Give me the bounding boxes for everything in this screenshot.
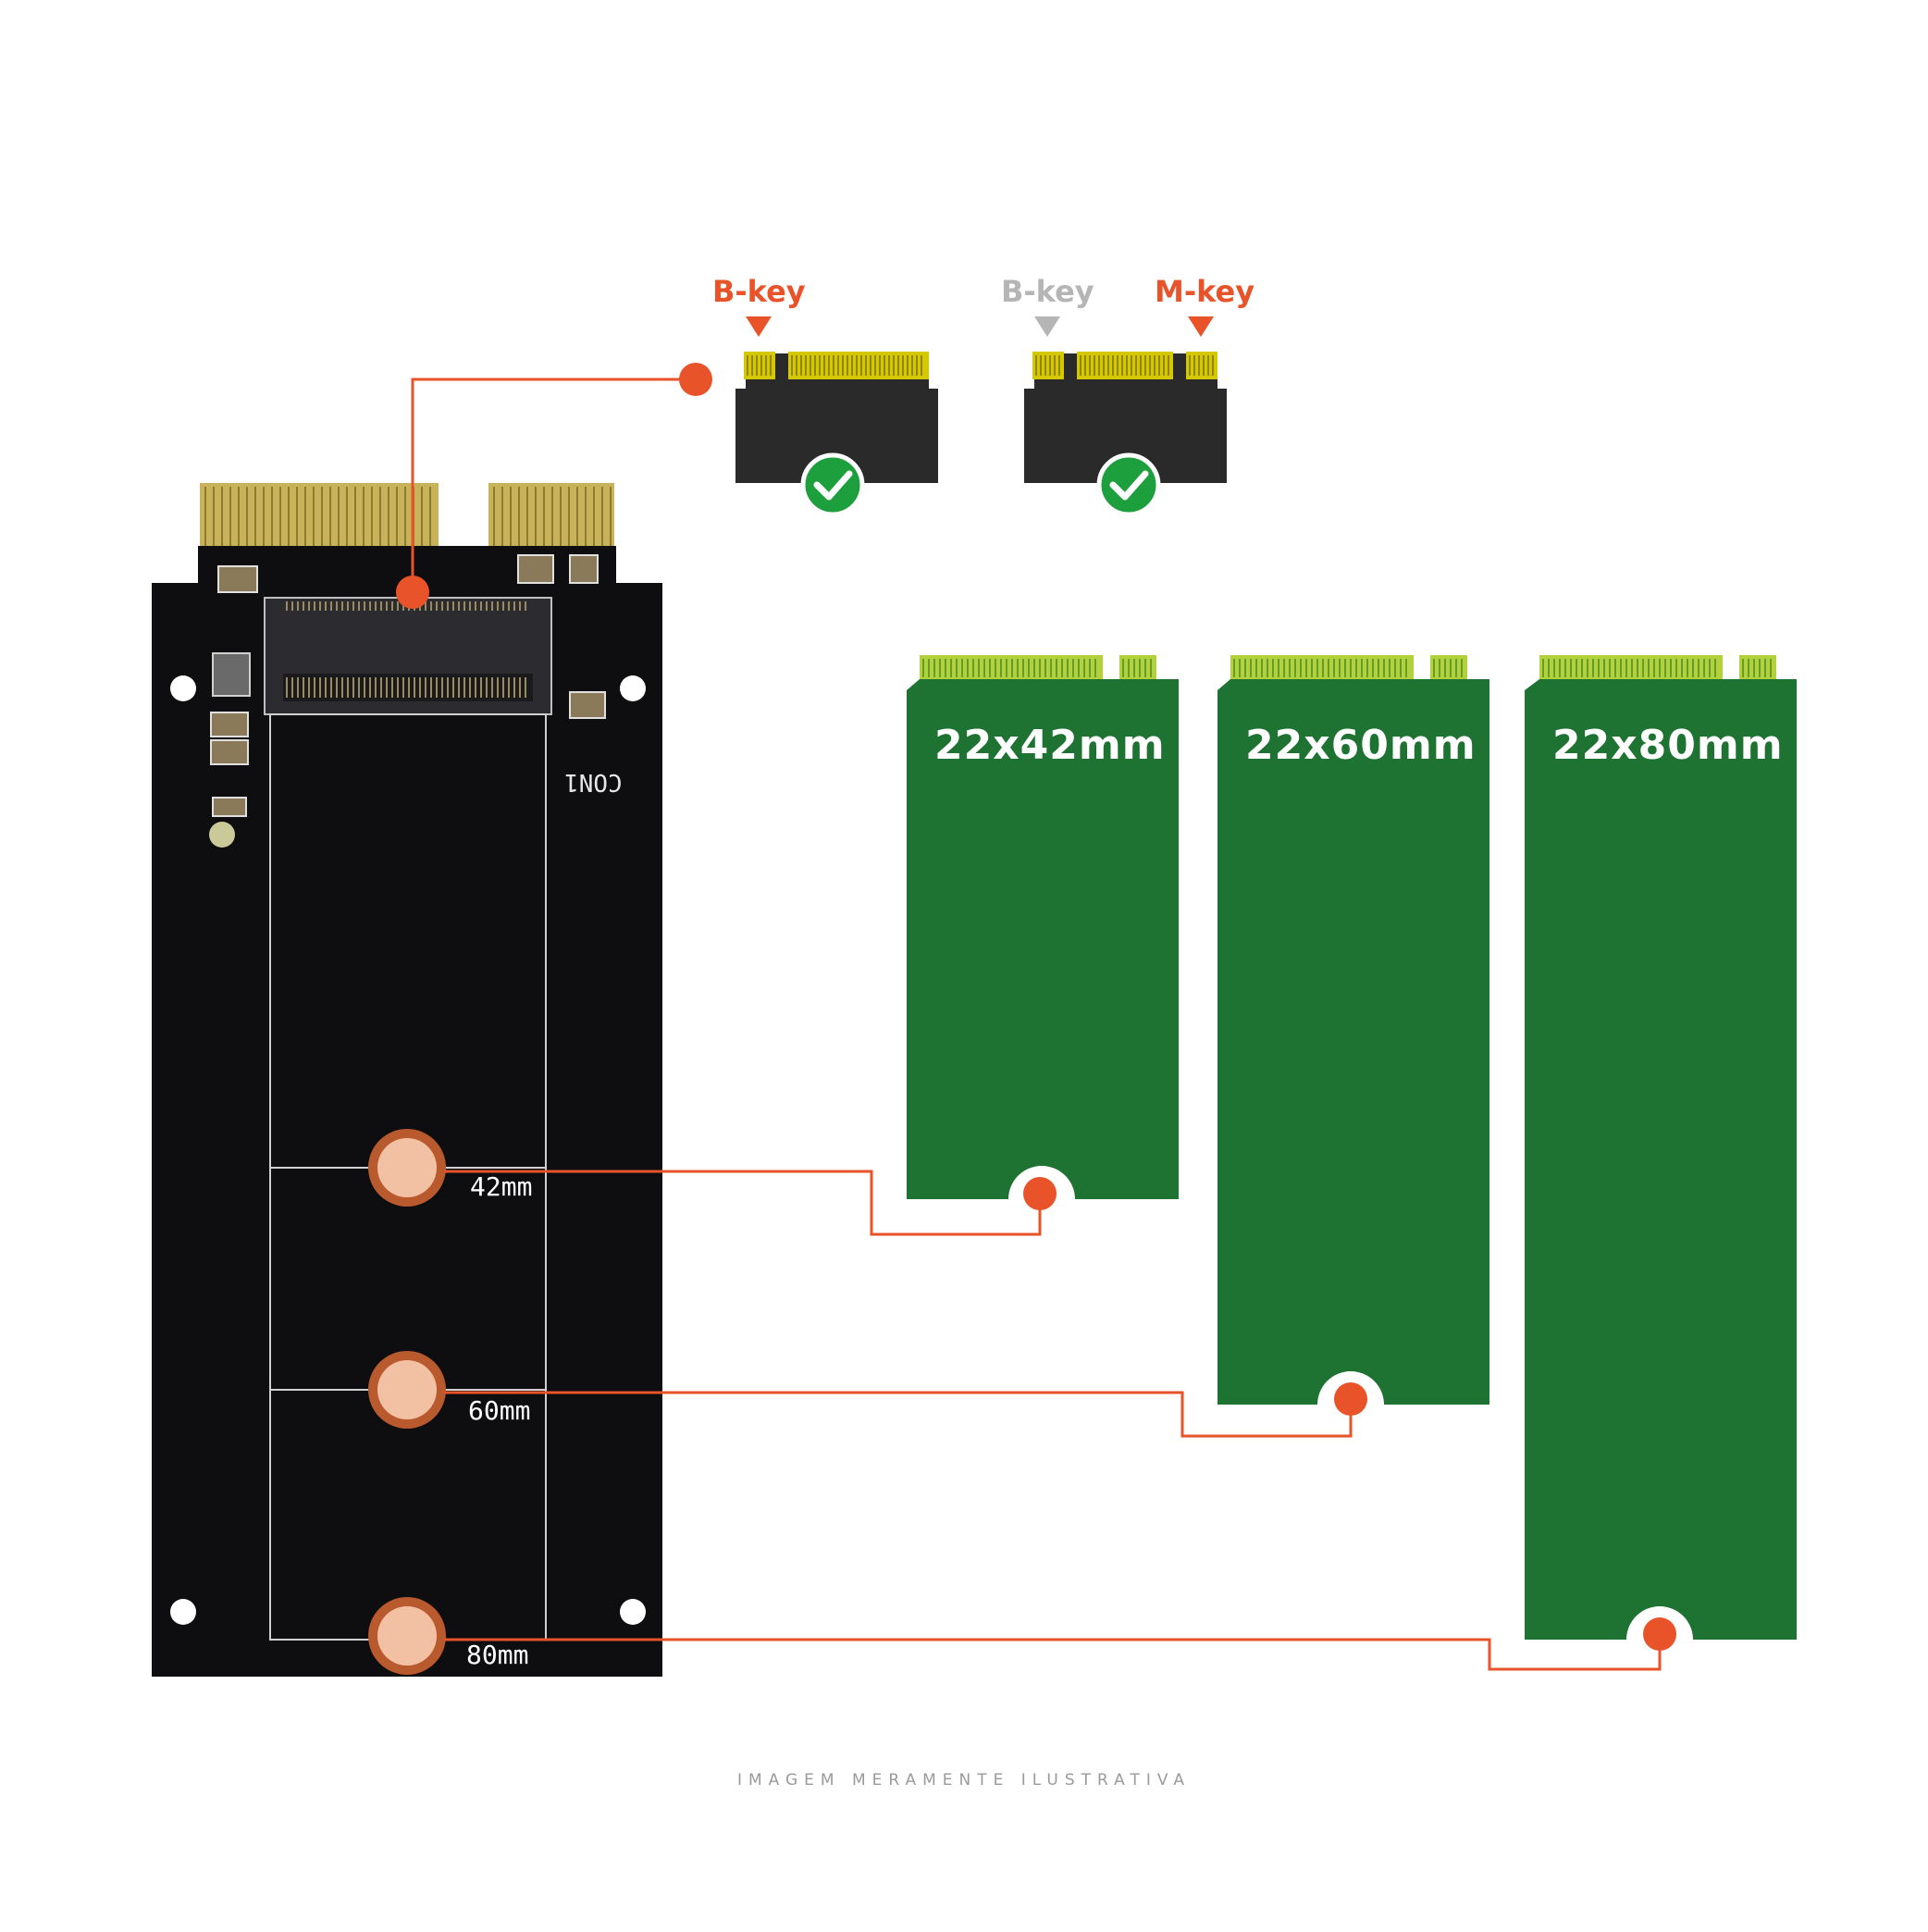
standoff-80 — [377, 1606, 437, 1666]
ssd-card-60 — [1217, 655, 1489, 1405]
smd-component — [517, 554, 554, 584]
standoff-42 — [377, 1138, 437, 1197]
m-key-label: M-key — [1155, 274, 1255, 309]
mounting-hole — [170, 1599, 196, 1625]
key-card-bm-body — [1024, 353, 1227, 483]
smd-component — [210, 739, 249, 765]
ssd-size-label-80: 22x80mm — [1552, 722, 1784, 769]
key-card-bm-contacts-middle — [1077, 352, 1173, 379]
check-icon — [813, 470, 853, 501]
ssd-80-body — [1525, 679, 1797, 1640]
ssd-60-contacts-large — [1230, 655, 1414, 681]
disclaimer-caption: IMAGEM MERAMENTE ILUSTRATIVA — [736, 1771, 1192, 1790]
b-key-arrow-inactive — [1034, 316, 1060, 337]
m-key-arrow — [1188, 316, 1214, 337]
callout-key-line — [411, 378, 696, 592]
smd-component — [210, 712, 249, 737]
ssd-60-body — [1217, 679, 1489, 1405]
callout-42-line — [444, 1170, 1042, 1236]
mounting-hole — [170, 675, 196, 701]
check-badge — [800, 452, 865, 517]
key-card-bm — [1024, 316, 1227, 517]
key-card-b — [735, 316, 938, 517]
ssd-42-body — [907, 679, 1179, 1199]
smd-component — [212, 652, 251, 697]
key-card-contact-lines — [747, 355, 1214, 376]
adapter-board — [152, 483, 662, 1677]
callout-42-dot — [1023, 1177, 1057, 1210]
ssd-contact-lines — [922, 659, 1772, 677]
b-key-label: B-key — [712, 274, 806, 309]
smd-component — [569, 691, 606, 719]
led-pad — [209, 822, 235, 848]
edge-finger-lines — [204, 487, 612, 546]
smd-component — [569, 554, 599, 584]
standoff-60 — [377, 1360, 437, 1419]
smd-component — [212, 797, 247, 817]
ssd-size-label-42: 22x42mm — [934, 722, 1166, 769]
ssd-card-42 — [907, 655, 1179, 1199]
key-card-b-contacts-large — [788, 352, 929, 379]
mounting-hole — [620, 675, 646, 701]
callout-80-dot — [1643, 1617, 1676, 1651]
ssd-42-contacts-large — [920, 655, 1103, 681]
b-key-label-inactive: B-key — [1001, 274, 1094, 309]
connector-label: CON1 — [564, 768, 623, 796]
smd-component — [217, 565, 258, 593]
ssd-size-label-60: 22x60mm — [1245, 722, 1477, 769]
key-card-b-body — [735, 353, 938, 483]
callout-80-line — [444, 1638, 1662, 1671]
mount-label-42: 42mm — [470, 1171, 533, 1202]
callout-60-dot — [1334, 1382, 1367, 1416]
board-edge-fingers-left — [200, 483, 439, 550]
callout-60-line — [444, 1391, 1353, 1438]
callout-key-dot-socket — [396, 576, 429, 609]
ssd-80-contacts-large — [1539, 655, 1723, 681]
ssd-card-80 — [1525, 655, 1797, 1640]
mount-label-60: 60mm — [468, 1395, 531, 1426]
callout-key-dot-card — [679, 363, 712, 396]
callout-lines — [396, 363, 1676, 1671]
check-badge — [1096, 452, 1161, 517]
b-key-arrow — [746, 316, 772, 337]
mount-label-80: 80mm — [466, 1640, 529, 1670]
mounting-hole — [620, 1599, 646, 1625]
check-icon — [1109, 470, 1149, 501]
